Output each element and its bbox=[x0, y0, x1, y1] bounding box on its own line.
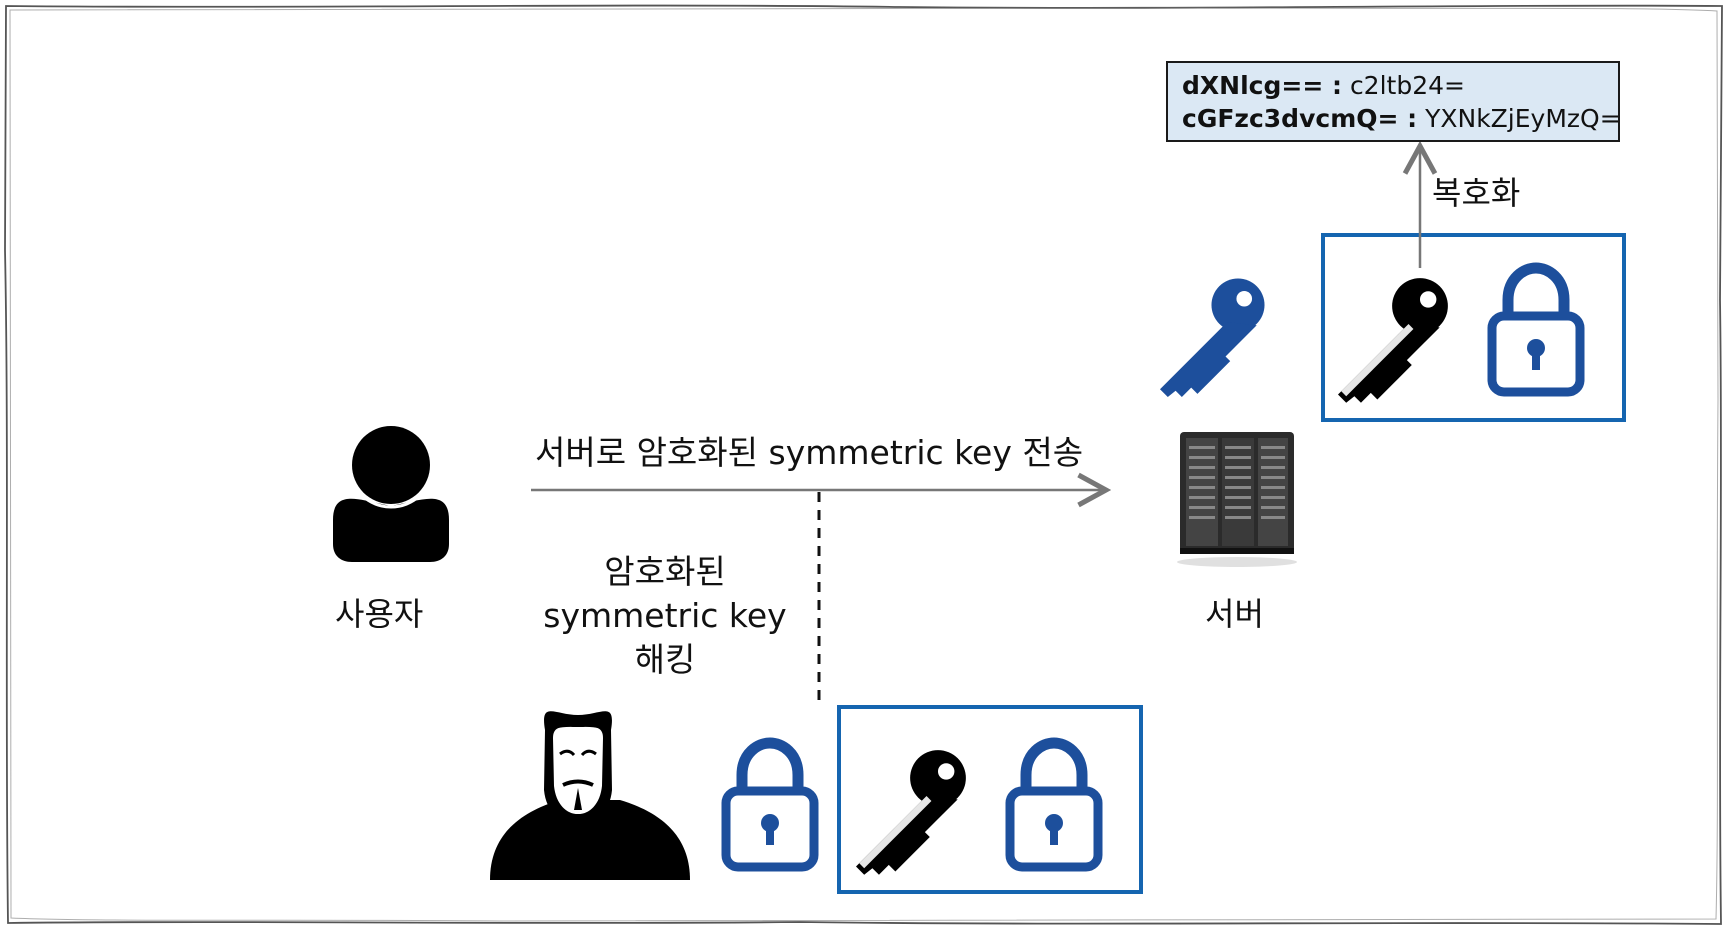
hack-label-line2: symmetric key bbox=[543, 596, 787, 635]
lock-icon bbox=[721, 737, 819, 872]
hack-label: 암호화된 symmetric key 해킹 bbox=[535, 550, 795, 682]
key-icon bbox=[1160, 278, 1265, 398]
hack-label-line1: 암호화된 bbox=[604, 552, 726, 591]
transfer-label: 서버로 암호화된 symmetric key 전송 bbox=[535, 433, 1084, 472]
key-icon bbox=[1338, 278, 1448, 403]
server-label: 서버 bbox=[1205, 595, 1264, 633]
decrypted-result-box: dXNlcg== : c2ltb24= cGFzc3dvcmQ= : YXNkZ… bbox=[1166, 61, 1621, 142]
hacked-keybox bbox=[837, 705, 1143, 894]
result-key-1: dXNlcg== : bbox=[1182, 71, 1342, 100]
key-icon bbox=[856, 750, 966, 875]
decrypt-label: 복호화 bbox=[1432, 174, 1521, 212]
lock-icon bbox=[1487, 262, 1585, 397]
hack-label-line3: 해킹 bbox=[634, 640, 696, 679]
result-row-2: cGFzc3dvcmQ= : YXNkZjEyMzQ= bbox=[1182, 102, 1621, 135]
user-icon bbox=[333, 421, 449, 562]
hacker-icon bbox=[490, 711, 690, 880]
result-value-2: YXNkZjEyMzQ= bbox=[1425, 104, 1621, 133]
server-keybox bbox=[1321, 233, 1626, 422]
result-value-1: c2ltb24= bbox=[1349, 71, 1465, 100]
server-icon bbox=[1177, 432, 1297, 567]
lock-icon bbox=[1005, 737, 1103, 872]
user-label: 사용자 bbox=[335, 595, 424, 633]
result-key-2: cGFzc3dvcmQ= : bbox=[1182, 104, 1418, 133]
sketch-frame bbox=[4, 4, 1723, 925]
result-row-1: dXNlcg== : c2ltb24= bbox=[1182, 69, 1604, 102]
